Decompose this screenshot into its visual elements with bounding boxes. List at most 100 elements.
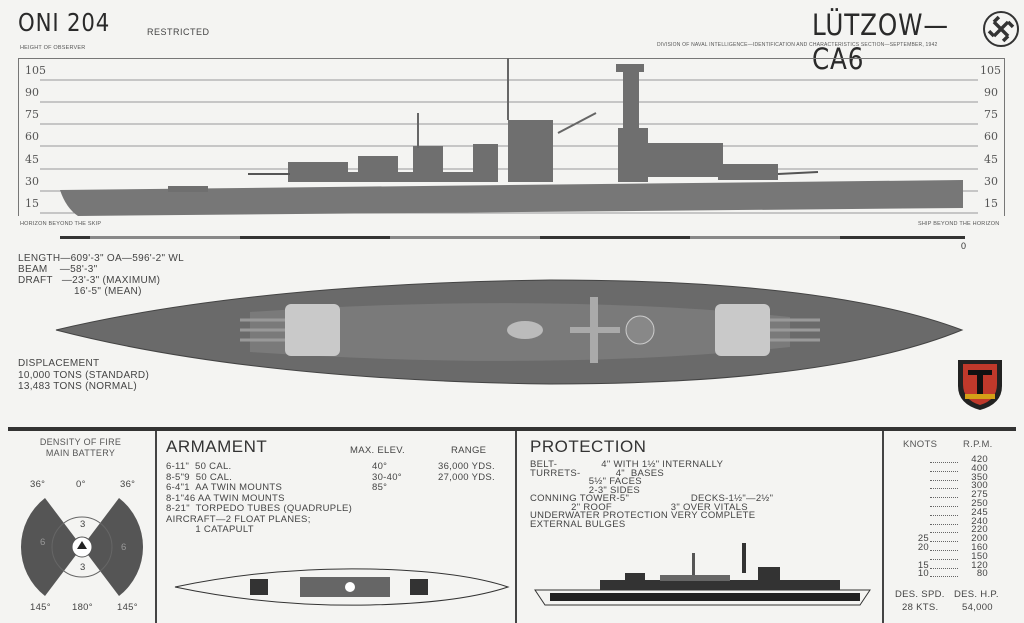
ship-direction-icon <box>77 541 87 549</box>
angle-label: 180° <box>72 602 93 613</box>
rpm-value: 80 <box>976 568 988 580</box>
armament-gun: 6-4"1 AA TWIN MOUNTS <box>166 482 283 493</box>
sector-value: 6 <box>40 537 46 548</box>
draft-mean-spec: 16'-5" (MEAN) <box>74 286 142 297</box>
height-label: 75 <box>984 108 998 121</box>
knots-value: 20 <box>917 542 929 553</box>
protection-line: BELT- 4" WITH 1½" INTERNALLY <box>530 459 724 470</box>
speed-leader-line <box>930 567 958 569</box>
armament-gun: 8-1"46 AA TWIN MOUNTS <box>166 492 285 504</box>
speed-leader-line <box>930 488 958 490</box>
speed-leader-line <box>930 550 958 551</box>
ship-profile-armor <box>534 543 871 606</box>
armament-elev: 30-40° <box>372 471 402 483</box>
speed-leader-line <box>930 479 958 481</box>
speed-leader-line <box>930 541 958 543</box>
displacement-standard: 10,000 TONS (STANDARD) <box>18 370 150 381</box>
density-title: DENSITY OF FIRE <box>39 437 122 447</box>
sector-value: 6 <box>121 542 127 553</box>
armament-range: 36,000 YDS. <box>438 461 495 472</box>
height-label: 30 <box>984 175 998 188</box>
displacement-normal: 13,483 TONS (NORMAL) <box>18 381 138 392</box>
rpm-value: 250 <box>971 498 988 509</box>
section-divider <box>8 427 1016 431</box>
armament-gun: 1 CATAPULT <box>166 524 254 535</box>
profile-frame <box>18 58 1005 216</box>
rpm-value: 275 <box>971 489 988 501</box>
protection-line: 2" ROOF 3" OVER VITALS <box>530 501 748 513</box>
angle-label: 0° <box>76 479 86 490</box>
swastika-emblem-icon <box>983 11 1019 47</box>
protection-line: UNDERWATER PROTECTION VERY COMPLETE <box>530 510 756 521</box>
height-label: 15 <box>984 197 998 210</box>
height-label: 90 <box>984 86 998 99</box>
des-hp-label: DES. H.P. <box>954 589 999 600</box>
height-label: 60 <box>25 130 39 143</box>
protection-title: PROTECTION <box>530 437 647 456</box>
armament-gun: 8-5"9 50 CAL. <box>166 471 233 483</box>
protection-line: EXTERNAL BULGES <box>530 518 626 530</box>
knots-value: 15 <box>917 559 929 571</box>
armament-gun: 6-11" 50 CAL. <box>166 461 232 472</box>
speed-leader-line <box>930 523 958 525</box>
height-label: 45 <box>25 153 39 166</box>
angle-label: 145° <box>30 602 51 613</box>
height-label: 60 <box>984 130 998 143</box>
height-label: 90 <box>25 86 39 99</box>
protection-line: 5½" FACES <box>530 476 642 487</box>
beam-spec: BEAM —58'-3" <box>18 264 98 275</box>
insignia-icon <box>958 360 1002 410</box>
speed-leader-line <box>930 462 958 463</box>
scale-bar <box>60 236 965 239</box>
horizon-caption-right: SHIP BEYOND THE HORIZON <box>918 221 1000 227</box>
speed-leader-line <box>930 558 958 560</box>
length-spec: LENGTH—609'-3" OA—596'-2" WL <box>18 253 185 264</box>
height-label: 105 <box>25 64 46 77</box>
des-hp-value: 54,000 <box>962 602 993 613</box>
des-spd-value: 28 KTS. <box>902 602 939 613</box>
rpm-value: 150 <box>971 550 988 562</box>
armament-elev: 85° <box>372 482 388 493</box>
profile-gridlines <box>40 58 978 239</box>
ship-plan-small <box>174 568 510 606</box>
speed-leader-line <box>930 532 958 534</box>
sector-value: 3 <box>80 519 86 530</box>
displacement-title: DISPLACEMENT <box>18 358 100 369</box>
rpm-value: 200 <box>971 533 988 545</box>
column-divider <box>155 431 157 623</box>
speed-leader-line <box>930 497 958 499</box>
rpm-value: 400 <box>971 462 988 474</box>
horizon-caption-left: HORIZON BEYOND THE SKIP <box>20 221 102 227</box>
angle-label: 36° <box>120 479 136 490</box>
speed-leader-line <box>930 506 958 507</box>
knots-header: KNOTS <box>903 439 938 450</box>
rpm-header: R.P.M. <box>963 439 993 450</box>
des-spd-label: DES. SPD. <box>895 589 945 600</box>
height-label: 45 <box>984 153 998 166</box>
rpm-value: 245 <box>971 506 988 518</box>
protection-line: CONNING TOWER-5" DECKS-1½"—2½" <box>530 493 774 504</box>
rpm-value: 160 <box>971 542 988 553</box>
armament-gun: AIRCRAFT—2 FLOAT PLANES; <box>166 513 311 525</box>
subtitle: DIVISION OF NAVAL INTELLIGENCE—IDENTIFIC… <box>657 42 938 48</box>
density-of-fire-title: DENSITY OF FIRE MAIN BATTERY <box>8 437 153 459</box>
armament-elev: 40° <box>372 461 388 472</box>
range-header: RANGE <box>451 445 487 456</box>
height-label: 75 <box>25 108 39 121</box>
draft-spec: DRAFT —23'-3" (MAXIMUM) <box>18 275 161 286</box>
document-id: ONI 204 <box>18 8 111 37</box>
rpm-value: 220 <box>971 524 988 536</box>
height-label: 105 <box>980 64 1001 77</box>
max-elev-header: MAX. ELEV. <box>350 445 405 456</box>
rpm-value: 300 <box>971 480 988 492</box>
armament-range: 27,000 YDS. <box>438 471 495 483</box>
armament-title: ARMAMENT <box>166 437 268 456</box>
rpm-value: 350 <box>971 471 988 483</box>
column-divider <box>882 431 884 623</box>
observer-label: HEIGHT OF OBSERVER <box>20 45 86 51</box>
protection-line: TURRETS- 4" BASES <box>530 467 665 479</box>
height-label: 15 <box>25 197 39 210</box>
ship-profile <box>60 58 963 216</box>
knots-value: 10 <box>917 568 929 580</box>
speed-leader-line <box>930 470 958 472</box>
